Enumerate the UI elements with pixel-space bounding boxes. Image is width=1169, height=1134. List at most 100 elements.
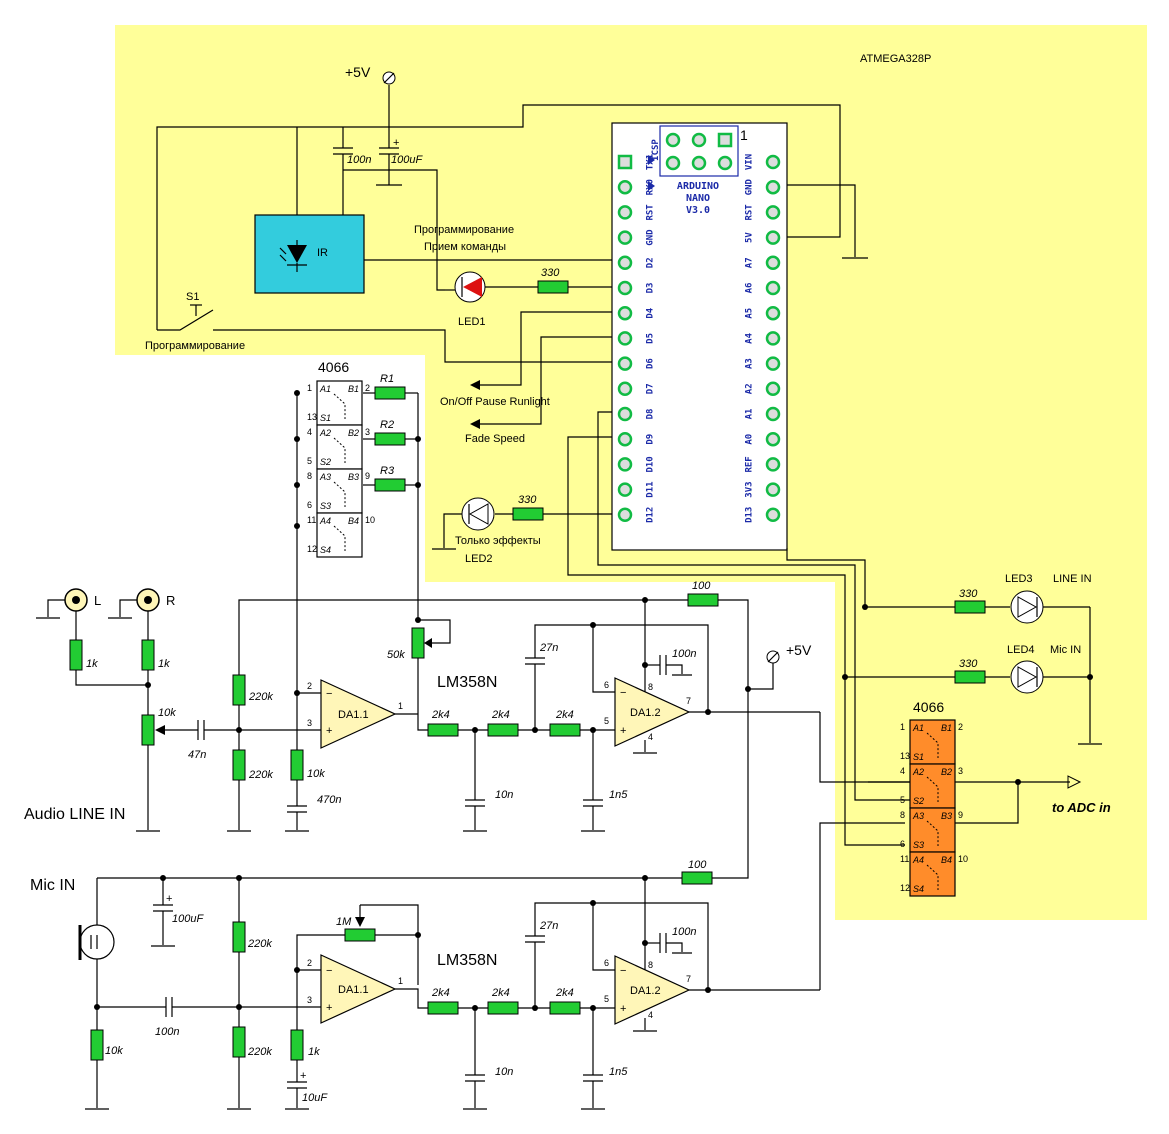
mic-u2-pin6: 6 bbox=[604, 958, 609, 968]
mic-rg-label: 1k bbox=[308, 1046, 320, 1058]
r-led3-label: 330 bbox=[959, 588, 978, 600]
pin-pad-r-a1 bbox=[765, 406, 781, 422]
pin-label-left: D11 bbox=[646, 481, 656, 497]
line-u2-pin8: 8 bbox=[648, 682, 653, 692]
switch-s-label: S1 bbox=[913, 752, 924, 762]
c-100n-label: 100n bbox=[347, 154, 371, 166]
switch-b-label: B4 bbox=[348, 516, 359, 526]
switch-cell bbox=[316, 468, 363, 514]
mic-rtop-label: 220k bbox=[247, 938, 272, 950]
switch-pin: 12 bbox=[307, 544, 317, 554]
pin-label-left: TX1 bbox=[646, 154, 656, 170]
ir-receiver bbox=[254, 214, 365, 294]
c-fb-label: 470n bbox=[317, 794, 341, 806]
switch-a-label: A3 bbox=[319, 472, 331, 482]
switch-pin: 10 bbox=[365, 515, 375, 525]
trim-label: 50k bbox=[387, 649, 405, 661]
svg-text:−: − bbox=[326, 688, 332, 700]
line-opamp-1 bbox=[320, 679, 397, 749]
line-u1-label: DA1.1 bbox=[338, 709, 369, 721]
switch-s-label: S3 bbox=[320, 501, 331, 511]
switch-a-label: A3 bbox=[912, 811, 924, 821]
pin-label-right: RST bbox=[745, 204, 755, 221]
switch-pin: 5 bbox=[307, 456, 312, 466]
pin-label-left: GND bbox=[646, 229, 656, 246]
icsp-label: ICSP bbox=[651, 139, 661, 161]
switch-pin: 8 bbox=[900, 810, 905, 820]
board-name-3: V3.0 bbox=[686, 205, 710, 216]
pin-pad-r-5v bbox=[765, 230, 781, 245]
pin-pad-d5 bbox=[617, 331, 633, 346]
pin-label-left: D6 bbox=[646, 358, 656, 369]
switch-pin: 4 bbox=[307, 427, 312, 437]
line-in-label: Audio LINE IN bbox=[24, 806, 125, 823]
line-rf2-label: 2k4 bbox=[491, 709, 510, 721]
top-wiring: +5V + 100n 100uF IR Программирование При… bbox=[145, 64, 905, 846]
mic-pot-label: 1M bbox=[336, 916, 352, 928]
pin-pad-r-vin bbox=[765, 154, 781, 170]
switch-s-label: S4 bbox=[913, 884, 924, 894]
mic-rbias-label: 10k bbox=[105, 1045, 123, 1057]
svg-text:+: + bbox=[620, 725, 626, 737]
mic-cbulk-label: 100uF bbox=[172, 913, 204, 925]
svg-text:+: + bbox=[166, 893, 172, 905]
pin-pad-d6 bbox=[617, 356, 633, 371]
r-bot-label: 220k bbox=[248, 769, 273, 781]
r3-label: R3 bbox=[380, 465, 395, 477]
r-fb-label: 10k bbox=[307, 768, 325, 780]
led3-text: LINE IN bbox=[1053, 573, 1092, 585]
mic-u1-pin3: 3 bbox=[307, 995, 312, 1005]
switch-cell bbox=[909, 763, 956, 809]
mic-u1-pin1: 1 bbox=[398, 976, 403, 986]
switch-s-label: S4 bbox=[320, 545, 331, 555]
switch-a-label: A2 bbox=[319, 428, 331, 438]
pin-label-left: RX0 bbox=[646, 179, 656, 195]
line-c10-label: 10n bbox=[495, 789, 513, 801]
mic-u2-pin7: 7 bbox=[686, 974, 691, 984]
led4-label: LED4 bbox=[1007, 644, 1035, 656]
mic-c27-label: 27n bbox=[539, 920, 558, 932]
switch-b-label: B2 bbox=[348, 428, 359, 438]
adc-arrow-icon bbox=[1067, 775, 1082, 789]
s1-function-label: Программирование bbox=[145, 340, 245, 352]
pin-label-left: D4 bbox=[646, 307, 656, 318]
svg-text:+: + bbox=[620, 1003, 626, 1015]
r-top-label: 220k bbox=[248, 691, 273, 703]
line-u2-pin5: 5 bbox=[604, 716, 609, 726]
switch-b-label: B1 bbox=[941, 723, 952, 733]
pin-label-left: D3 bbox=[646, 283, 656, 294]
switch-b-label: B2 bbox=[941, 767, 952, 777]
r-d12-label: 330 bbox=[518, 494, 537, 506]
switch-s-label: S2 bbox=[320, 457, 331, 467]
mic-cg-label: 10uF bbox=[302, 1092, 328, 1104]
tx-led-icon bbox=[648, 155, 655, 165]
pin-pad-r-rst bbox=[765, 205, 781, 220]
pin-pad-d12 bbox=[617, 507, 633, 523]
pin-label-right: A1 bbox=[745, 409, 755, 420]
switch-cell bbox=[909, 719, 956, 765]
switch-cell bbox=[316, 424, 363, 470]
pin-label-right: A5 bbox=[745, 308, 755, 319]
switch-cell bbox=[316, 380, 363, 426]
r-l-label: 1k bbox=[86, 658, 98, 670]
c-100uf-label: 100uF bbox=[391, 154, 423, 166]
pin-pad-tx1 bbox=[617, 154, 633, 170]
pin-label-right: GND bbox=[745, 178, 755, 195]
board-name-1: ARDUINO bbox=[677, 181, 719, 192]
led2-icon bbox=[468, 503, 489, 525]
chip-label: ATMEGA328P bbox=[860, 53, 931, 65]
pin-pad-r-a4 bbox=[765, 331, 781, 346]
pin-label-left: D12 bbox=[646, 507, 656, 523]
prog-label-1: Программирование bbox=[414, 224, 514, 236]
svg-text:+: + bbox=[300, 1070, 306, 1082]
switch-pin: 1 bbox=[307, 383, 312, 393]
mic-c10-label: 10n bbox=[495, 1066, 513, 1078]
switch1-name: 4066 bbox=[318, 359, 349, 375]
vcc-right-label: +5V bbox=[786, 642, 812, 658]
switch-pin: 13 bbox=[307, 412, 317, 422]
arduino-nano-board: ICSP 1 ARDUINO NANO V3.0 TX1RX0RSTGNDD2D… bbox=[611, 122, 788, 551]
switch-a-label: A4 bbox=[319, 516, 331, 526]
pin-label-left: D7 bbox=[646, 383, 656, 394]
pin-pad-r-a7 bbox=[765, 255, 781, 271]
